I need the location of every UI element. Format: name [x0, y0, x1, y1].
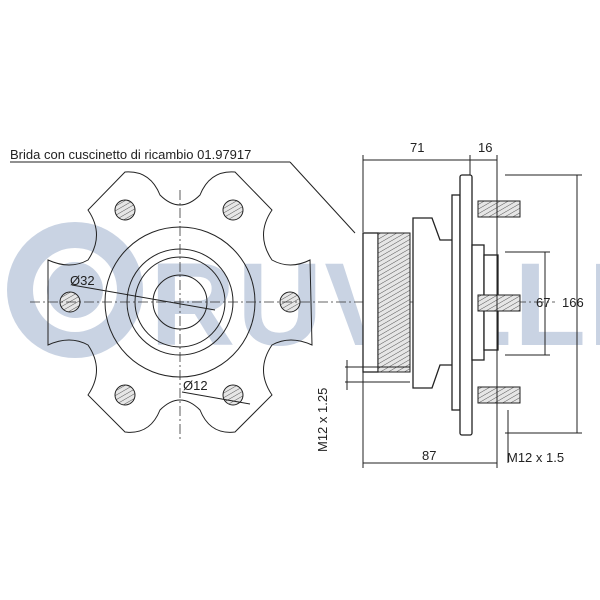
bolt-hole-diameter-label: Ø12	[183, 378, 208, 393]
part-note: Brida con cuscinetto di ricambio 01.9791…	[10, 147, 251, 162]
side-view	[362, 174, 521, 436]
dim-71: 71	[410, 140, 424, 155]
dimension-lines: 71 16 166 67 87 M12 x 1.25 M12 x 1.5	[315, 140, 584, 468]
dim-87: 87	[422, 448, 436, 463]
dim-16: 16	[478, 140, 492, 155]
thread-inner-label: M12 x 1.25	[315, 388, 330, 452]
dim-67: 67	[536, 295, 550, 310]
dim-166: 166	[562, 295, 584, 310]
bore-diameter-label: Ø32	[70, 273, 95, 288]
thread-stud-label: M12 x 1.5	[507, 450, 564, 465]
